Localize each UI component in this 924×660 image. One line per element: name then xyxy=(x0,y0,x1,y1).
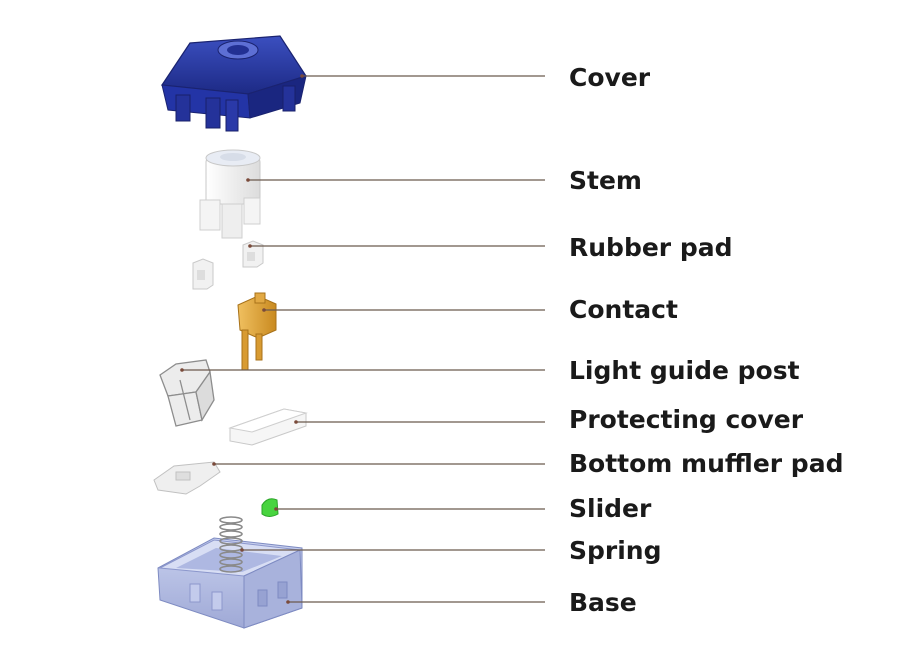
cover-part xyxy=(160,35,307,132)
label-stem: Stem xyxy=(569,166,642,195)
callout-bottom-muffler-pad: Bottom muffler pad xyxy=(212,449,843,478)
label-protecting-cover: Protecting cover xyxy=(569,405,804,434)
callout-spring: Spring xyxy=(240,536,662,565)
spring-part xyxy=(219,516,243,573)
rubber-pad-part xyxy=(192,240,264,290)
label-light-guide-post: Light guide post xyxy=(569,356,800,385)
callout-contact: Contact xyxy=(262,295,678,324)
bottom-muffler-pad-part xyxy=(153,461,221,495)
light-guide-post-part xyxy=(159,359,215,427)
contact-part xyxy=(237,292,277,371)
label-bottom-muffler-pad: Bottom muffler pad xyxy=(569,449,843,478)
label-cover: Cover xyxy=(569,63,651,92)
label-base: Base xyxy=(569,588,637,617)
callout-light-guide-post: Light guide post xyxy=(180,356,800,385)
label-spring: Spring xyxy=(569,536,662,565)
protecting-cover-part xyxy=(228,408,308,446)
callout-base: Base xyxy=(286,588,637,617)
callout-slider: Slider xyxy=(274,494,652,523)
callout-stem: Stem xyxy=(246,166,642,195)
slider-part xyxy=(261,498,279,517)
label-rubber-pad: Rubber pad xyxy=(569,233,733,262)
callout-protecting-cover: Protecting cover xyxy=(294,405,804,434)
stem-part xyxy=(199,149,261,239)
callout-cover: Cover xyxy=(300,63,651,92)
callout-rubber-pad: Rubber pad xyxy=(248,233,733,262)
label-contact: Contact xyxy=(569,295,678,324)
label-slider: Slider xyxy=(569,494,652,523)
